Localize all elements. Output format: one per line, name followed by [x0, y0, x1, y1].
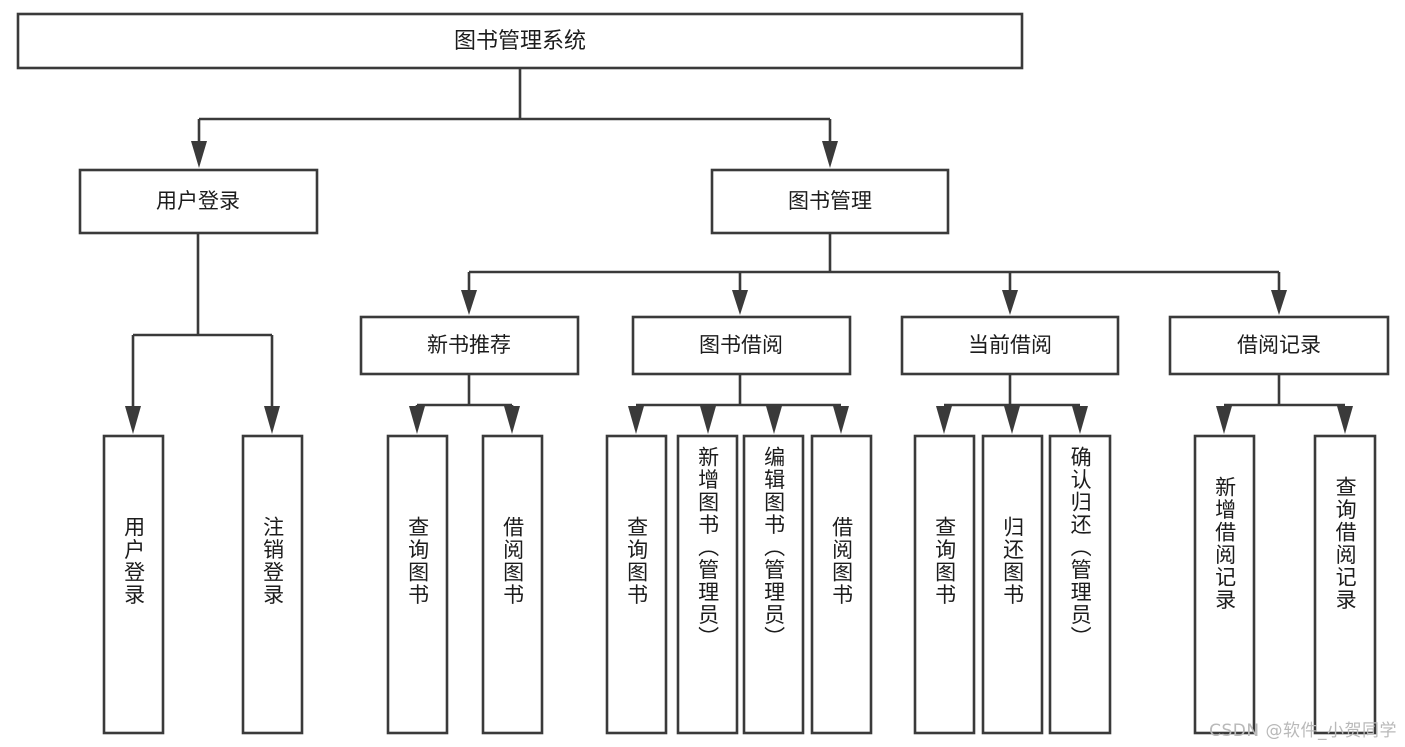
node-book-borrow-label: 图书借阅	[699, 333, 783, 357]
arrow-leaf-user-login	[125, 406, 141, 434]
connector-group-current-borrow	[936, 374, 1088, 434]
node-user-login[interactable]: 用户登录	[78, 168, 319, 235]
node-current-borrow[interactable]: 当前借阅	[900, 315, 1120, 376]
leaf-box-confirm-return[interactable]	[1048, 434, 1112, 735]
node-book-management-box[interactable]	[710, 168, 950, 235]
connector-group-root	[191, 68, 838, 168]
watermark-text: CSDN @软件_小贺同学	[1209, 721, 1397, 741]
arrow-leaf-confirm-return	[1072, 406, 1088, 434]
arrow-to-user-login	[191, 141, 207, 168]
arrow-leaf-query-book-2	[628, 406, 644, 434]
arrow-leaf-add-record	[1216, 406, 1232, 434]
arrow-leaf-add-book	[700, 406, 716, 434]
arrow-leaf-edit-book	[766, 406, 782, 434]
arrow-leaf-query-book-1	[409, 406, 425, 434]
connector-group-new-book	[409, 374, 520, 434]
arrow-to-records	[1271, 290, 1287, 315]
arrow-leaf-borrow-book-1	[504, 406, 520, 434]
connector-group-borrow-records	[1216, 374, 1353, 434]
arrow-leaf-logout	[264, 406, 280, 434]
leaf-box-query-book-1[interactable]	[386, 434, 449, 735]
node-new-book-recommend[interactable]: 新书推荐	[359, 315, 580, 376]
leaf-box-query-book-3[interactable]	[913, 434, 976, 735]
arrow-leaf-return-book	[1004, 406, 1020, 434]
leaf-box-return-book[interactable]	[981, 434, 1044, 735]
node-borrow-records-box[interactable]	[1168, 315, 1390, 376]
connector-group-book-borrow	[628, 374, 849, 434]
leaf-box-add-record[interactable]	[1193, 434, 1256, 735]
node-borrow-records[interactable]: 借阅记录	[1168, 315, 1390, 376]
node-borrow-records-label: 借阅记录	[1237, 333, 1321, 357]
node-book-management[interactable]: 图书管理	[710, 168, 950, 235]
node-user-login-label: 用户登录	[156, 189, 240, 213]
leaf-box-edit-book[interactable]	[742, 434, 805, 735]
leaf-box-borrow-book-2[interactable]	[810, 434, 873, 735]
node-current-borrow-label: 当前借阅	[968, 333, 1052, 357]
leaf-box-borrow-book-1[interactable]	[481, 434, 544, 735]
arrow-to-newbook	[461, 290, 477, 315]
arrow-to-borrow	[732, 290, 748, 315]
connector-group-book-mgmt	[461, 233, 1287, 315]
connector-group-user-login	[125, 233, 280, 434]
node-current-borrow-box[interactable]	[900, 315, 1120, 376]
leaf-box-add-book[interactable]	[676, 434, 739, 735]
leaf-box-query-book-2[interactable]	[605, 434, 668, 735]
arrow-leaf-query-book-3	[936, 406, 952, 434]
node-root-box[interactable]	[16, 12, 1024, 70]
arrow-to-book-mgmt	[822, 141, 838, 168]
leaf-box-user-login[interactable]	[102, 434, 165, 735]
leaf-box-logout[interactable]	[241, 434, 304, 735]
node-book-borrow[interactable]: 图书借阅	[631, 315, 852, 376]
arrow-to-current	[1002, 290, 1018, 315]
node-book-management-label: 图书管理	[788, 189, 872, 213]
node-book-borrow-box[interactable]	[631, 315, 852, 376]
arrow-leaf-borrow-book-2	[833, 406, 849, 434]
node-root[interactable]: 图书管理系统	[16, 12, 1024, 70]
node-root-label: 图书管理系统	[454, 29, 586, 54]
node-new-book-recommend-label: 新书推荐	[427, 333, 511, 357]
arrow-leaf-query-record	[1337, 406, 1353, 434]
leaf-box-query-record[interactable]	[1313, 434, 1377, 735]
node-user-login-box[interactable]	[78, 168, 319, 235]
node-new-book-recommend-box[interactable]	[359, 315, 580, 376]
